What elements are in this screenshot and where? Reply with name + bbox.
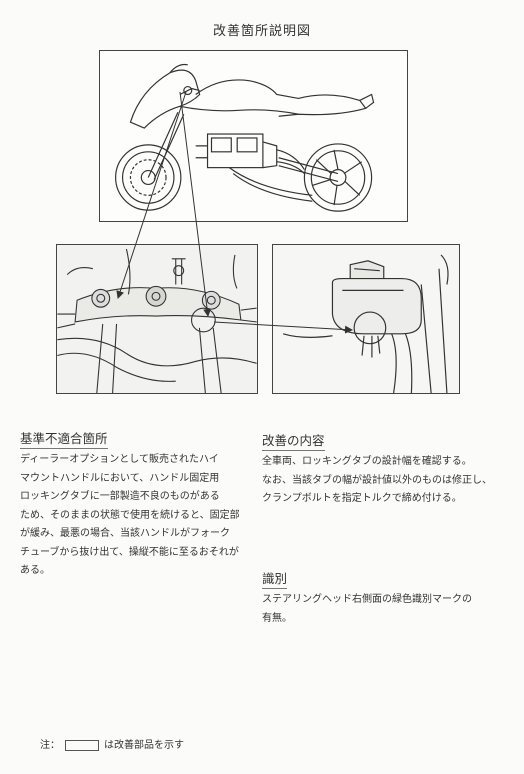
text-line: ロッキングタブに一部製造不良のものがある xyxy=(20,491,220,502)
nonconformity-text: ディーラーオプションとして販売されたハイ マウントハンドルにおいて、ハンドル固定… xyxy=(20,451,260,581)
footer-prefix: 注： xyxy=(40,740,60,751)
text-line: なお、当該タブの幅が設計値以外のものは修正し、 xyxy=(262,474,492,486)
page-title: 改善箇所説明図 xyxy=(212,24,311,39)
nonconformity-heading: 基準不適合箇所 xyxy=(20,428,108,449)
text-line: が緩み、最悪の場合、当該ハンドルがフォーク xyxy=(20,528,230,539)
improvement-section: 改善の内容 全車両、ロッキングタブの設計幅を確認する。 なお、当該タブの幅が設計… xyxy=(262,430,512,509)
identification-text: ステアリングヘッド右側面の緑色識別マークの 有無。 xyxy=(262,591,512,628)
text-line: ため、そのままの状態で使用を続けると、固定部 xyxy=(20,509,240,521)
steering-head-drawing xyxy=(57,248,257,393)
locking-tab-closeup-photo xyxy=(272,244,460,394)
motorcycle-drawing xyxy=(115,63,375,212)
footer-suffix: は改善部品を示す xyxy=(104,740,184,751)
text-line: チューブから抜け出て、操縦不能に至るおそれが xyxy=(20,546,239,558)
motorcycle-illustration xyxy=(99,50,408,222)
identification-heading: 識別 xyxy=(262,568,288,589)
text-line: 有無。 xyxy=(262,612,292,624)
steering-head-photo xyxy=(56,244,258,394)
text-line: 全車両、ロッキングタブの設計幅を確認する。 xyxy=(262,456,472,467)
nonconformity-section: 基準不適合箇所 ディーラーオプションとして販売されたハイ マウントハンドルにおい… xyxy=(20,428,260,581)
improved-part-legend-box xyxy=(65,739,99,751)
footer-note: 注： は改善部品を示す xyxy=(40,736,184,751)
improvement-text: 全車両、ロッキングタブの設計幅を確認する。 なお、当該タブの幅が設計値以外のもの… xyxy=(262,453,512,509)
locking-tab-drawing xyxy=(282,254,449,393)
text-line: ディーラーオプションとして販売されたハイ xyxy=(20,454,219,465)
text-line: ある。 xyxy=(20,565,50,576)
identification-section: 識別 ステアリングヘッド右側面の緑色識別マークの 有無。 xyxy=(262,568,512,628)
text-line: マウントハンドルにおいて、ハンドル固定用 xyxy=(20,472,220,484)
text-line: クランプボルトを指定トルクで締め付ける。 xyxy=(262,493,462,504)
text-line: ステアリングヘッド右側面の緑色識別マークの xyxy=(262,594,472,605)
improvement-heading: 改善の内容 xyxy=(262,430,325,451)
